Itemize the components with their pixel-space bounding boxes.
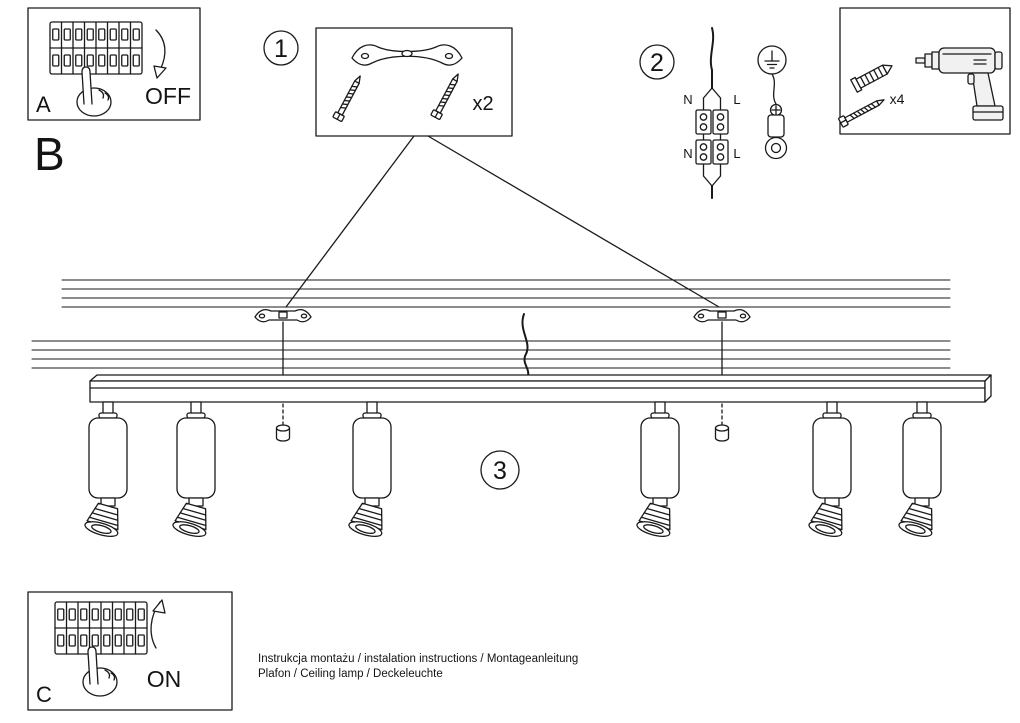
drill-icon bbox=[915, 47, 1004, 121]
terminal-block-icon-1 bbox=[695, 109, 712, 135]
breaker-panel-icon-a bbox=[49, 21, 143, 75]
terminal-block-icon-2 bbox=[712, 109, 729, 135]
breaker-panel-icon-c bbox=[54, 601, 148, 655]
off-arrow-icon bbox=[153, 29, 167, 79]
spotlight-5 bbox=[806, 401, 852, 540]
wire-label-n-top: N bbox=[683, 92, 692, 107]
cover-knob-right bbox=[714, 424, 730, 442]
step-a-box: A OFF bbox=[27, 7, 201, 121]
earth-symbol-icon bbox=[757, 45, 787, 75]
footer-line-1: Instrukcja montażu / instalation instruc… bbox=[258, 653, 578, 665]
step-2-number: 2 bbox=[650, 49, 664, 77]
on-arrow-icon bbox=[150, 599, 166, 649]
step-1-number: 1 bbox=[274, 35, 288, 63]
step-c-box: C ON bbox=[27, 591, 233, 711]
on-label: ON bbox=[147, 666, 182, 692]
footer-line-2: Plafon / Ceiling lamp / Deckeleuchte bbox=[258, 668, 443, 680]
cover-knob-left bbox=[275, 424, 291, 442]
step-3-badge bbox=[480, 450, 520, 490]
terminal-block-icon-3 bbox=[695, 139, 712, 165]
mounting-bracket-icon bbox=[351, 44, 463, 66]
spotlight-6 bbox=[896, 401, 942, 540]
wall-plug-icon bbox=[850, 64, 893, 93]
ceiling-bracket-right bbox=[693, 308, 751, 323]
rail-front-face bbox=[89, 380, 986, 403]
pointer-line-left bbox=[285, 135, 415, 308]
spotlight-2 bbox=[170, 401, 216, 540]
lamp-rail bbox=[89, 374, 992, 403]
step-3-number: 3 bbox=[493, 457, 507, 485]
hardware-box: x4 bbox=[837, 7, 1011, 135]
rail-top-face bbox=[89, 374, 992, 382]
wire-label-l-bottom: L bbox=[733, 146, 740, 161]
parts-box-frame bbox=[315, 27, 513, 137]
rail-end-cap bbox=[984, 374, 992, 403]
terminal-block-icon-4 bbox=[712, 139, 729, 165]
step-2-section: 2 N L N L bbox=[639, 27, 788, 199]
ground-lug-icon bbox=[764, 73, 788, 160]
wire-label-l-top: L bbox=[733, 92, 740, 107]
pointer-line-right bbox=[427, 135, 720, 308]
step-b-label: B bbox=[34, 128, 65, 180]
step-2-badge bbox=[639, 44, 675, 80]
power-cable-ceiling bbox=[521, 313, 530, 377]
wire-label-n-bottom: N bbox=[683, 146, 692, 161]
ceiling-bracket-left bbox=[254, 308, 312, 323]
bracket-quantity-label: x2 bbox=[472, 93, 493, 115]
step-a-label: A bbox=[36, 92, 51, 117]
off-label: OFF bbox=[145, 83, 191, 109]
step-1-section: 1 x2 bbox=[263, 27, 720, 308]
step-1-badge bbox=[263, 30, 299, 66]
spotlight-1 bbox=[82, 401, 128, 540]
power-cable-icon bbox=[702, 27, 722, 199]
spotlight-3 bbox=[346, 401, 392, 540]
hardware-quantity-label: x4 bbox=[890, 91, 905, 107]
step-c-label: C bbox=[36, 682, 52, 707]
ceiling-lines bbox=[31, 279, 951, 369]
spotlight-4 bbox=[634, 401, 680, 540]
